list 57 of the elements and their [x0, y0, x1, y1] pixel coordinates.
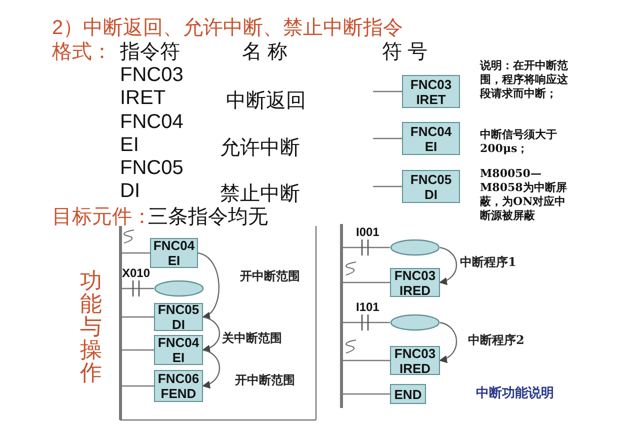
column-header: 名 称 [242, 40, 288, 65]
power-rail [340, 224, 342, 408]
contact-label: I001 [356, 225, 380, 239]
instruction-box: FNC03 IRET [402, 75, 460, 108]
bracket-arrow [198, 252, 220, 318]
rung-line [122, 316, 154, 318]
edge-label: 关中断范围 [222, 330, 282, 347]
note-text: 说明：在开中断范围，程序将响应这段请求而中断； [480, 59, 569, 101]
instruction-code: IRET [120, 87, 166, 110]
note-text: 中断信号须大于200μs； [480, 128, 558, 156]
instruction-code: FNC04 [120, 111, 184, 134]
note-text: 中断功能说明 [476, 384, 554, 402]
bracket-arrow [439, 246, 458, 284]
instruction-code: DI [120, 180, 140, 203]
column-header: 符 号 [382, 40, 428, 65]
instruction-box: FNC04 EI [154, 335, 203, 365]
instruction-code: FNC05 [120, 157, 184, 180]
instruction-name: 中断返回 [226, 89, 306, 114]
edge-label: 中断程序1 [460, 254, 516, 271]
rung-line [373, 138, 402, 140]
rung-line [342, 322, 390, 324]
rung-line [122, 252, 150, 254]
rung-line [373, 186, 402, 188]
bracket-arrow [202, 316, 220, 352]
rung-line [342, 282, 390, 284]
rung-line [373, 90, 402, 92]
instruction-name: 禁止中断 [220, 182, 300, 207]
instruction-code: FNC03 [120, 64, 184, 87]
instruction-box: FNC06 FEND [154, 370, 203, 402]
rung-line [342, 393, 390, 395]
instruction-box: FNC03 IRED [390, 346, 440, 375]
edge-label: 开中断范围 [240, 268, 300, 285]
edge-label: 中断程序2 [468, 332, 524, 349]
instruction-name: 允许中断 [220, 136, 300, 161]
rung-line [122, 385, 154, 387]
rung-line [122, 288, 154, 290]
rung-line [342, 246, 390, 248]
rung-line [342, 360, 390, 362]
rung-line [122, 349, 154, 351]
instruction-code: EI [120, 134, 139, 157]
instruction-box: END [390, 384, 426, 404]
side-heading: 功能与操作 [80, 270, 103, 385]
instruction-box: FNC05 DI [402, 170, 460, 203]
note-text: M80050—M8058为中断屏蔽，为ON对应中断源被屏蔽 [480, 167, 568, 223]
contact-label: X010 [122, 266, 150, 280]
column-header: 指令符 [120, 40, 180, 65]
instruction-box: FNC04 EI [150, 238, 198, 268]
heading-label: 格式： [52, 40, 112, 65]
instruction-box: FNC04 EI [402, 122, 460, 155]
bracket-arrow [439, 322, 458, 362]
power-rail [119, 226, 122, 420]
edge-label: 开中断范围 [235, 372, 295, 389]
title: 2）中断返回、允许中断、禁止中断指令 [52, 16, 404, 41]
contact-label: I101 [356, 300, 380, 314]
instruction-box: FNC03 IRED [390, 268, 440, 297]
instruction-box: FNC05 DI [154, 303, 203, 331]
bracket-arrow [202, 349, 220, 388]
